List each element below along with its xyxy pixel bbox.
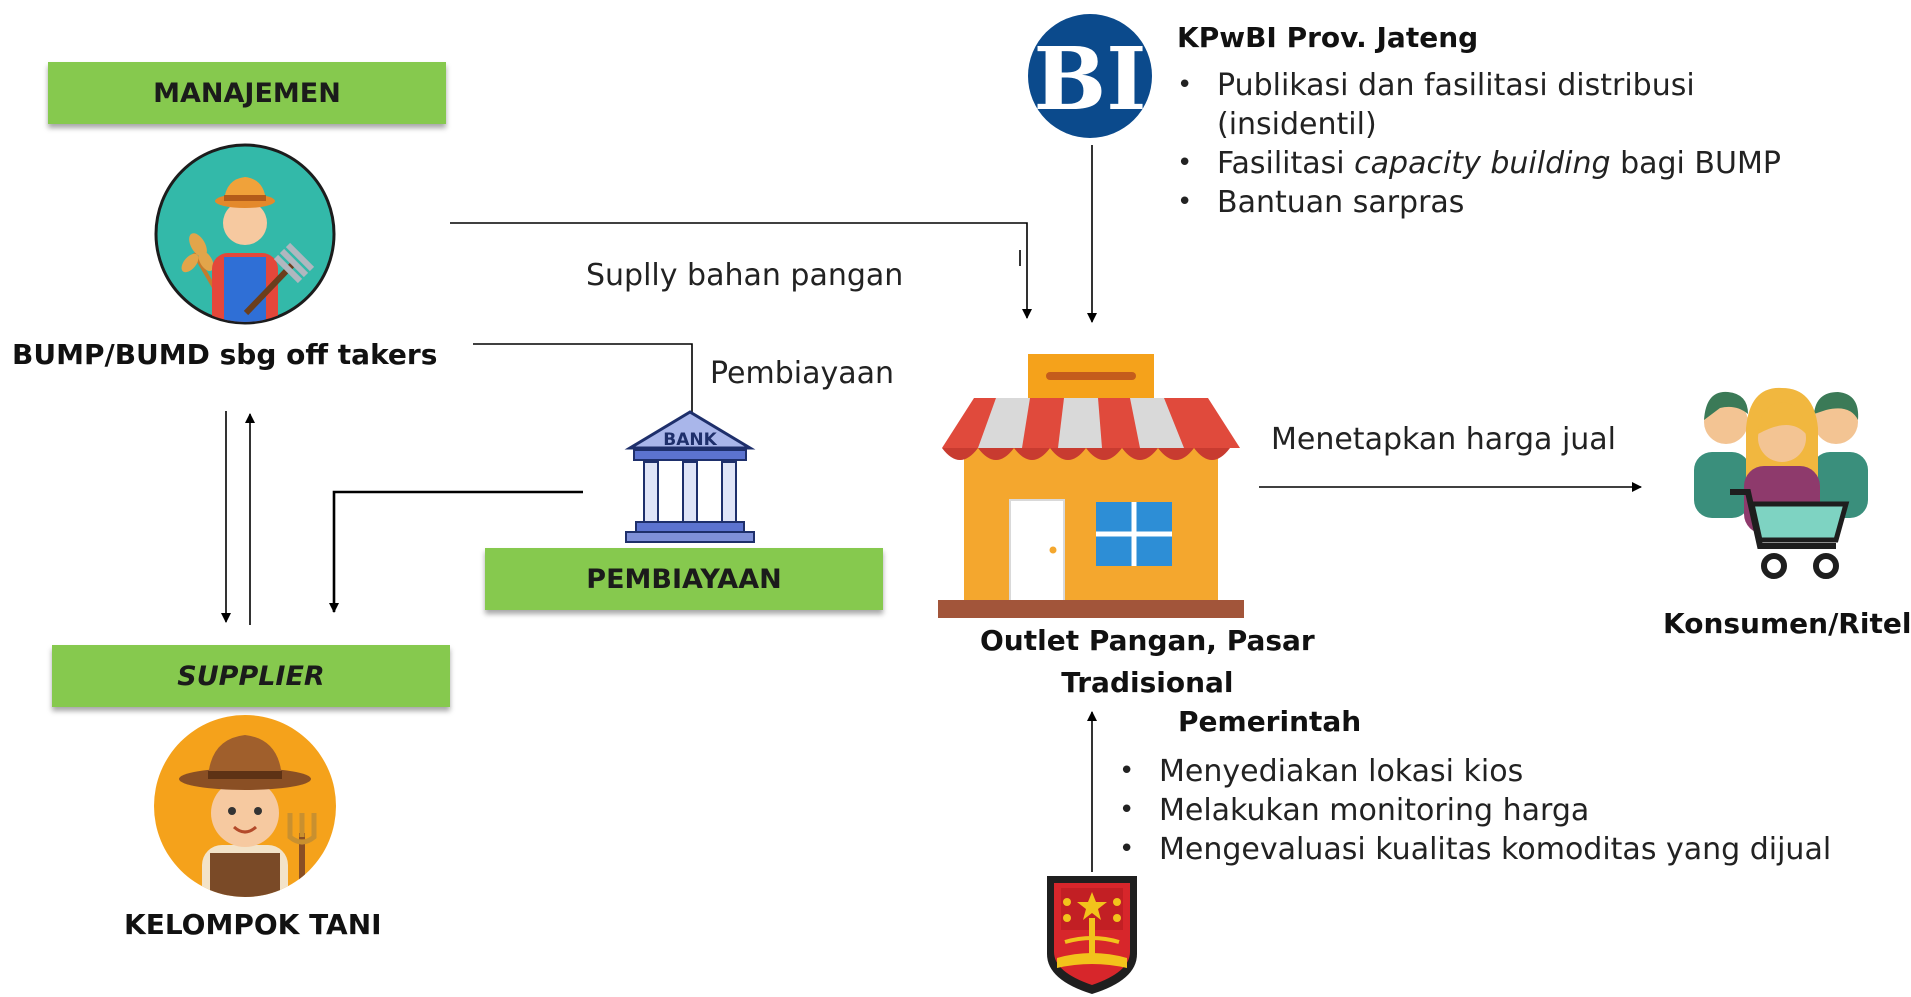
- pemerintah-duties-list: Menyediakan lokasi kios Melakukan monito…: [1111, 752, 1831, 869]
- bi-duty-item: Fasilitasi capacity building bagi BUMP: [1169, 144, 1781, 183]
- pembiayaan-flow-label: Pembiayaan: [710, 356, 894, 391]
- pembiayaan-line: [473, 343, 693, 418]
- supplier-box: SUPPLIER: [52, 645, 450, 707]
- pembiayaan-box: PEMBIAYAAN: [485, 548, 883, 610]
- bi-duty-item: Bantuan sarpras: [1169, 183, 1781, 222]
- manajemen-label: MANAJEMEN: [153, 77, 341, 109]
- bank-icon: BANK: [624, 410, 756, 543]
- bi-duties-list: Publikasi dan fasilitasi distribusi (ins…: [1169, 66, 1781, 222]
- jateng-emblem-icon: [1047, 876, 1137, 994]
- pemerintah-duty-item: Mengevaluasi kualitas komoditas yang dij…: [1111, 830, 1831, 869]
- farmer-icon: [154, 715, 336, 897]
- price-label: Menetapkan harga jual: [1271, 422, 1617, 457]
- bi-duty-3-text: Bantuan sarpras: [1217, 185, 1465, 220]
- market-stall-icon: [938, 354, 1244, 618]
- bi-title: KPwBI Prov. Jateng: [1177, 21, 1479, 54]
- bi-logo-text: BI: [1034, 29, 1147, 130]
- bi-duty-2-pre: Fasilitasi: [1217, 146, 1355, 181]
- pemerintah-title: Pemerintah: [1178, 705, 1362, 738]
- bi-logo-icon: BI: [1028, 14, 1152, 138]
- manajemen-box: MANAJEMEN: [48, 62, 446, 124]
- pembiayaan-box-label: PEMBIAYAAN: [586, 563, 782, 595]
- farmer-manager-icon: [154, 143, 336, 325]
- bank-to-supplier-arrow: [329, 490, 583, 613]
- outlet-label-line2: Tradisional: [1061, 666, 1234, 699]
- bi-duty-2-em: capacity building: [1354, 146, 1611, 181]
- supply-arrow: [450, 222, 1032, 319]
- bi-duty-1-text: Publikasi dan fasilitasi distribusi: [1217, 68, 1695, 103]
- bi-duty-2-post: bagi BUMP: [1610, 146, 1781, 181]
- supply-label: Suplly bahan pangan: [586, 258, 904, 293]
- bi-duty-1-line2: (insidentil): [1217, 107, 1377, 142]
- kelompok-tani-label: KELOMPOK TANI: [124, 908, 382, 941]
- consumers-cart-icon: [1694, 387, 1868, 579]
- supplier-label: SUPPLIER: [177, 660, 325, 692]
- outlet-label-line1: Outlet Pangan, Pasar: [980, 624, 1315, 657]
- bi-duty-item: Publikasi dan fasilitasi distribusi (ins…: [1169, 66, 1781, 144]
- outlet-label: Outlet Pangan, Pasar Tradisional: [980, 620, 1315, 704]
- pemerintah-duty-item: Menyediakan lokasi kios: [1111, 752, 1831, 791]
- bank-sign: BANK: [663, 430, 717, 450]
- pemerintah-duty-item: Melakukan monitoring harga: [1111, 791, 1831, 830]
- konsumen-label: Konsumen/Ritel: [1663, 607, 1911, 640]
- bump-label: BUMP/BUMD sbg off takers: [12, 338, 438, 371]
